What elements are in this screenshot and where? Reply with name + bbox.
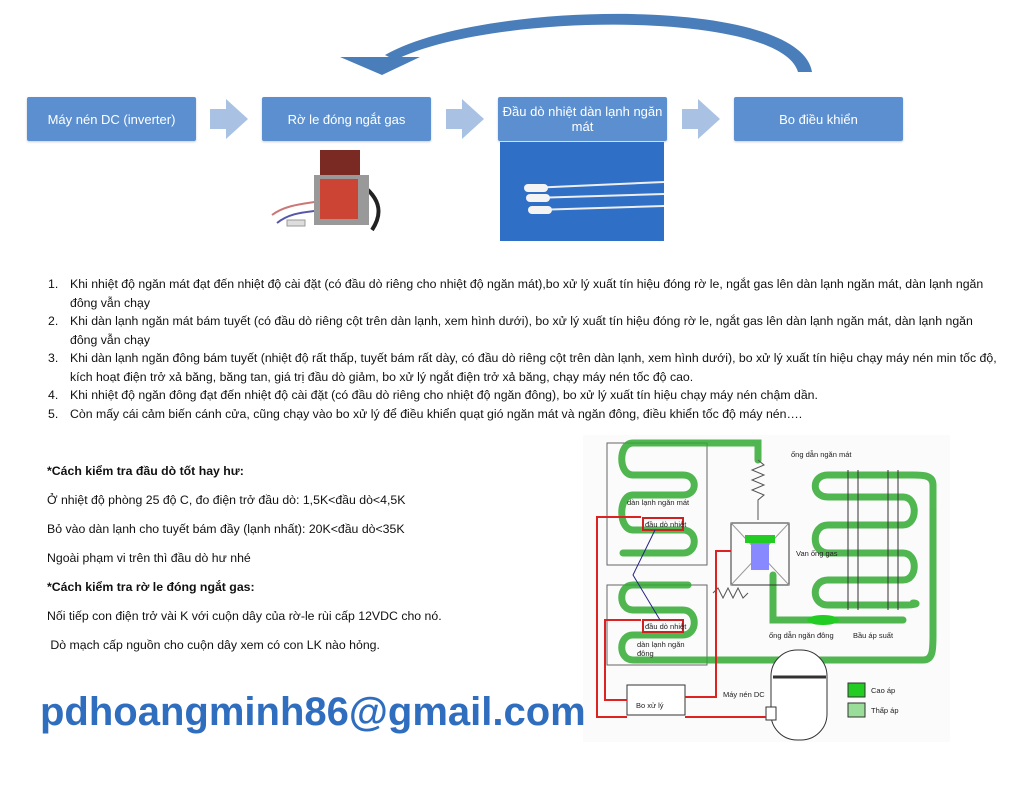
legend-high: Cao áp: [871, 686, 895, 695]
probe-check-room: Ở nhiệt độ phòng 25 độ C, đo điện trở đầ…: [47, 493, 406, 507]
list-number: 4.: [48, 388, 59, 402]
label-compressor: Máy nén DC: [723, 690, 765, 699]
legend-low: Thấp áp: [871, 706, 899, 715]
feedback-arrow: [340, 13, 812, 75]
flow-step-relay: Rờ le đóng ngắt gas: [262, 97, 431, 141]
relay-check-1: Nối tiếp con điện trở vài K với cuộn dây…: [47, 609, 442, 623]
label-probe-bottom: đầu dò nhiệt: [645, 622, 687, 631]
list-item: 2. Khi dàn lạnh ngăn mát bám tuyết (có đầ…: [48, 312, 998, 349]
list-text: Khi dàn lạnh ngăn đông bám tuyết (nhiệt …: [70, 351, 997, 384]
list-number: 2.: [48, 314, 59, 328]
list-item: 1. Khi nhiệt độ ngăn mát đạt đến nhiệt độ…: [48, 275, 998, 312]
label-board: Bo xử lý: [636, 701, 664, 710]
flow-arrow-icon: [446, 99, 484, 139]
flow-arrow-icon: [682, 99, 720, 139]
probe-check-heading: *Cách kiểm tra đầu dò tốt hay hư:: [47, 464, 244, 478]
flow-step-probe: Đầu dò nhiệt dàn lạnh ngăn mát: [498, 97, 667, 141]
label-pipe-cool: ống dẫn ngăn mát: [791, 450, 852, 459]
list-number: 5.: [48, 406, 59, 421]
list-item: 5. Còn mấy cái cảm biến cánh cửa, cũng ch…: [48, 405, 998, 424]
list-item: 4. Khi nhiệt độ ngăn đông đạt đến nhiệt đ…: [48, 386, 998, 405]
probe-photo: [500, 142, 664, 241]
list-number: 1.: [48, 277, 59, 291]
label-pipe-freeze: ống dẫn ngăn đông: [769, 631, 834, 640]
flow-step-compressor: Máy nén DC (inverter): [27, 97, 196, 141]
probe-check-cold: Bỏ vào dàn lạnh cho tuyết bám đầy (lạnh …: [47, 522, 405, 536]
watermark: pdhoangminh86@gmail.com: [40, 690, 586, 734]
relay-photo: [271, 150, 381, 232]
list-text: Khi nhiệt độ ngăn mát đạt đến nhiệt độ c…: [70, 277, 984, 310]
list-text: Khi dàn lạnh ngăn mát bám tuyết (có đầu …: [70, 314, 973, 347]
flow-arrow-icon: [210, 99, 248, 139]
probe-check-out: Ngoài phạm vi trên thì đầu dò hư nhé: [47, 551, 251, 565]
label-filter: Bầu áp suất: [853, 631, 894, 640]
label-evap-freeze: dàn lạnh ngăn: [637, 640, 685, 649]
flow-step-board: Bo điều khiển: [734, 97, 903, 141]
relay-check-2: Dò mạch cấp nguồn cho cuộn dây xem có co…: [47, 638, 380, 652]
label-probe-top: đầu dò nhiệt: [645, 520, 687, 529]
list-text: Còn mấy cái cảm biến cánh cửa, cũng chạy…: [70, 406, 803, 421]
list-text: Khi nhiệt độ ngăn đông đạt đến nhiệt độ …: [70, 388, 818, 402]
refrigerator-diagram: ống dẫn ngăn mát dàn lạnh ngăn mát đầu d…: [583, 435, 950, 742]
operation-list: 1. Khi nhiệt độ ngăn mát đạt đến nhiệt độ…: [48, 275, 998, 423]
list-number: 3.: [48, 351, 59, 365]
relay-check-heading: *Cách kiểm tra rờ le đóng ngắt gas:: [47, 580, 255, 594]
label-valve: Van ống gas: [796, 549, 838, 558]
list-item: 3. Khi dàn lạnh ngăn đông bám tuyết (nhiệ…: [48, 349, 998, 386]
label-evap-freeze-2: đông: [637, 649, 654, 658]
label-evap-cool: dàn lạnh ngăn mát: [627, 498, 690, 507]
